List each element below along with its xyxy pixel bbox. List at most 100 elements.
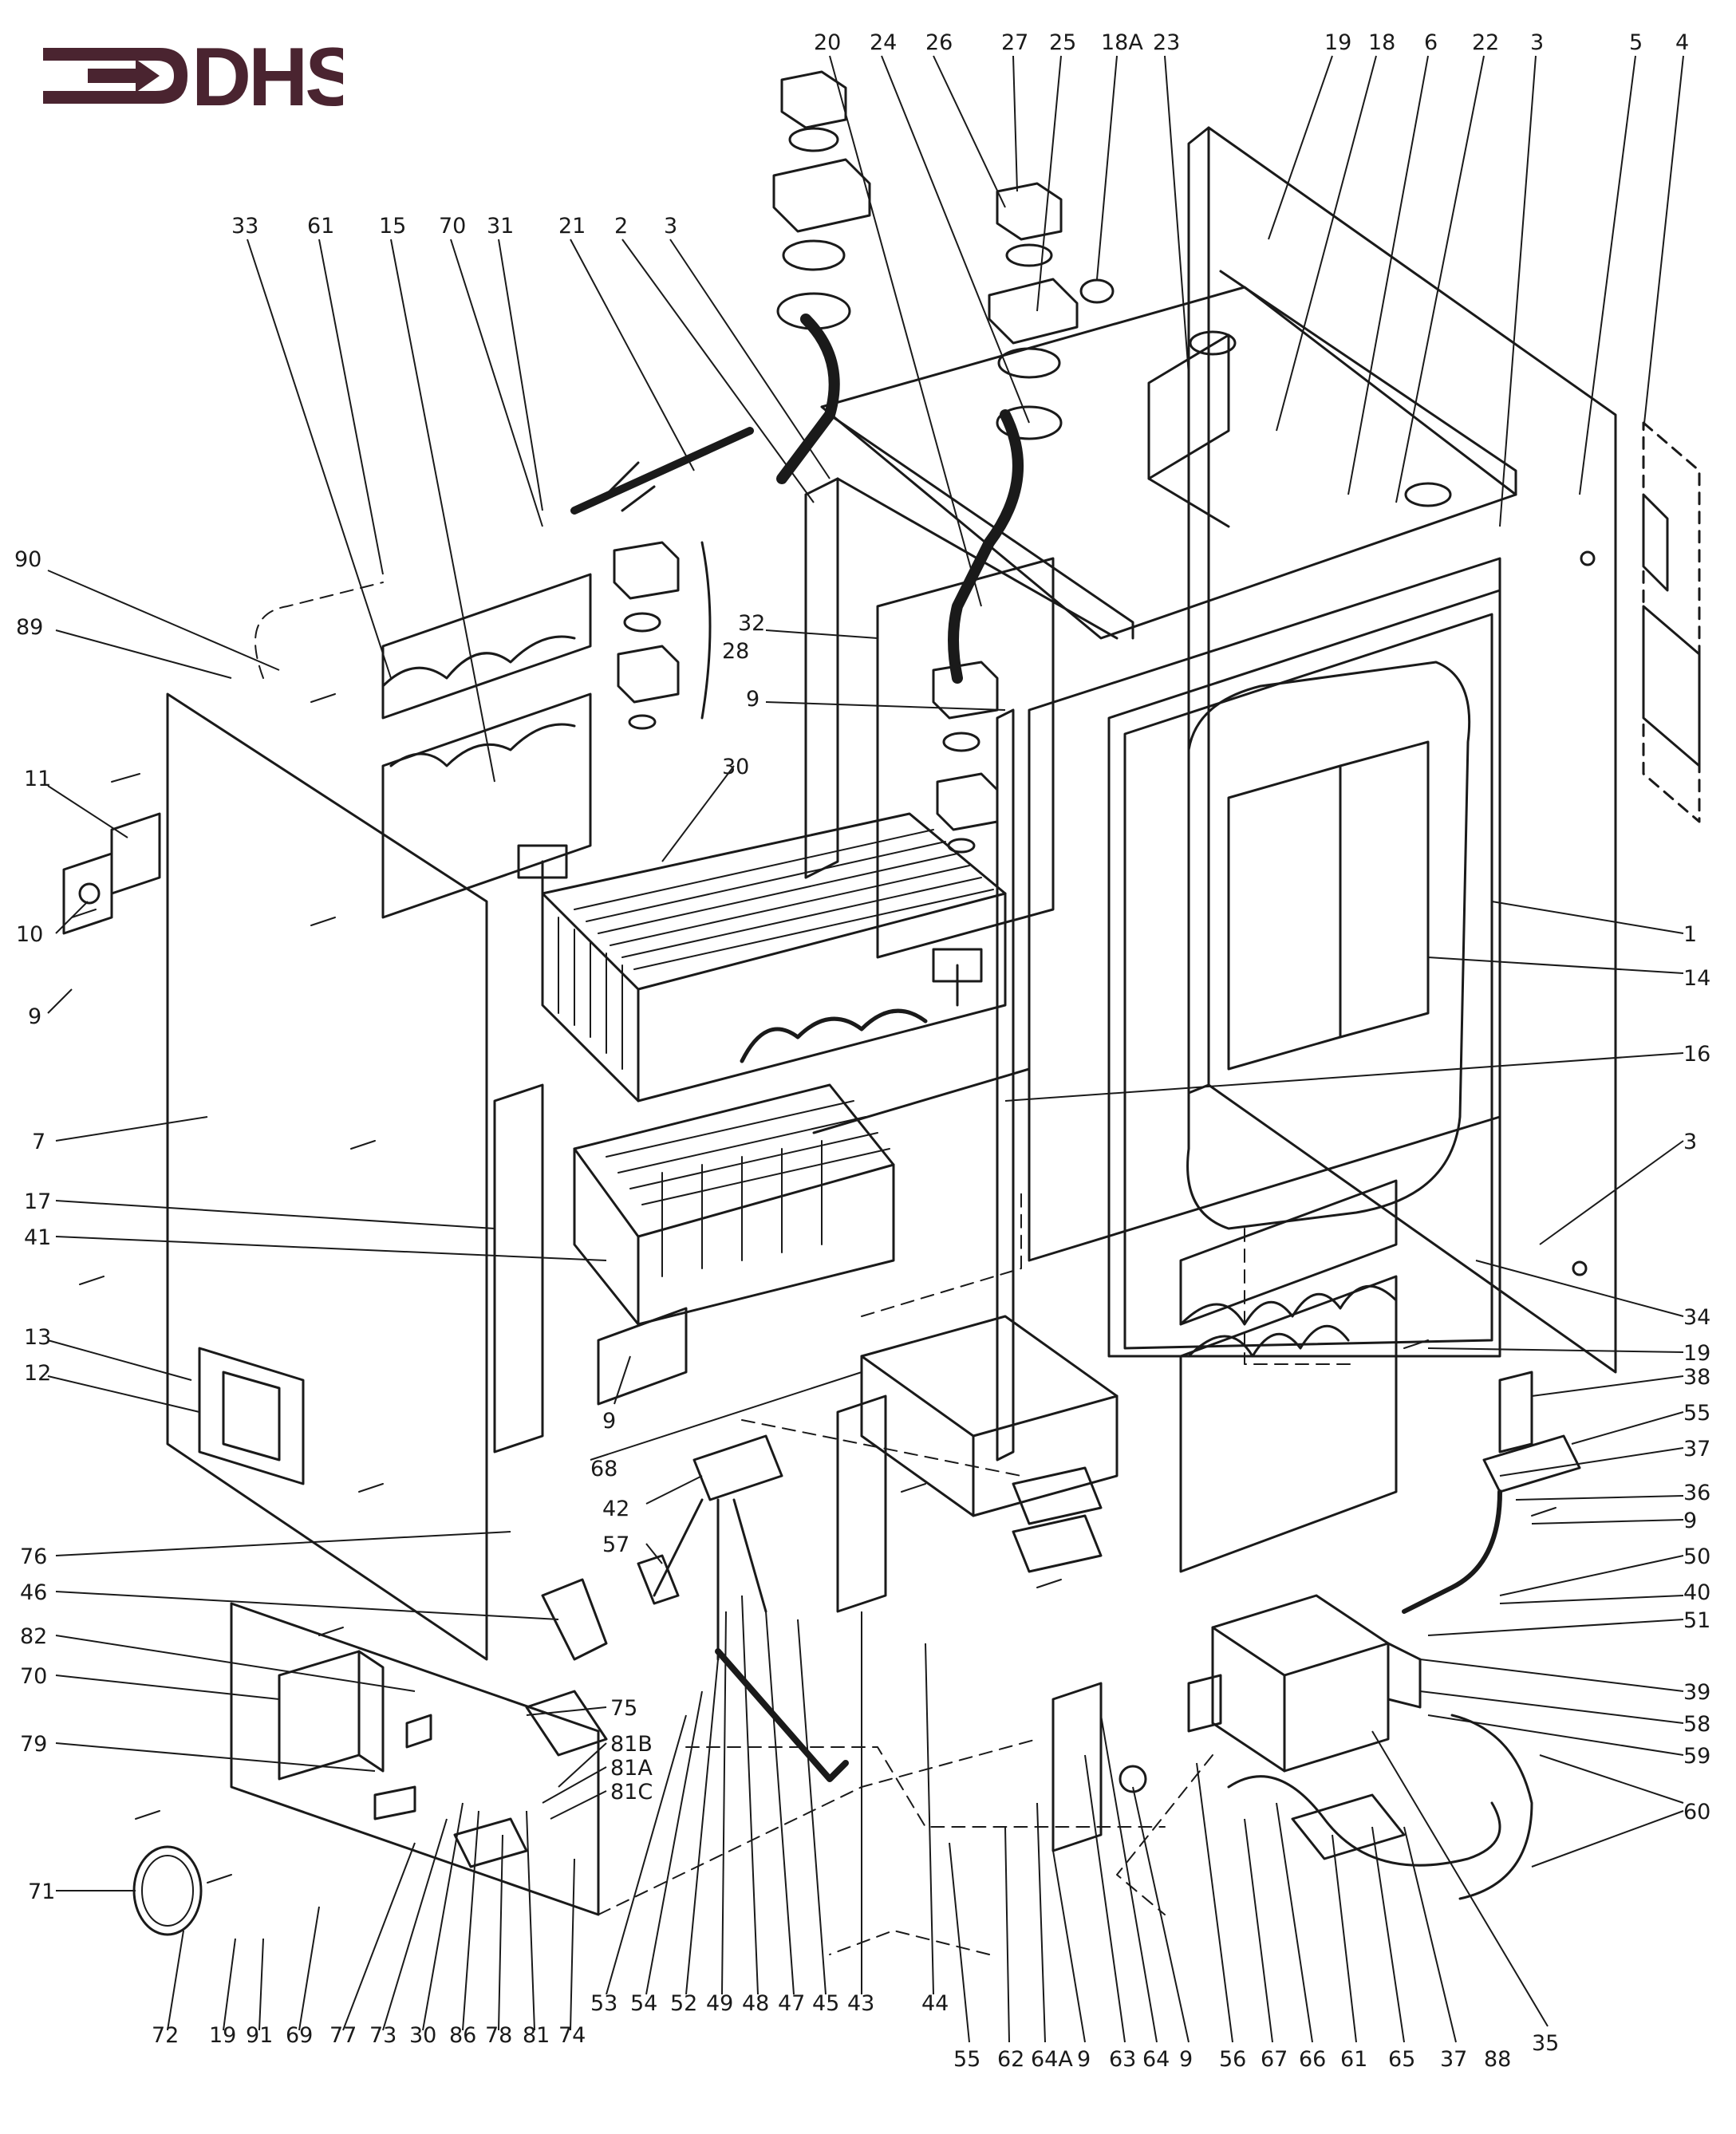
part-label: 2 [614, 214, 628, 239]
part-label: 52 [670, 1991, 697, 2016]
control-box-79 [278, 1650, 361, 1781]
chamber-lower-edge [812, 1067, 1031, 1134]
part-label: 47 [778, 1991, 805, 2016]
heat-exchanger-left [541, 892, 640, 1103]
part-label: 73 [369, 2023, 397, 2048]
pilot-tube [1402, 1489, 1502, 1614]
sight-glass-inner [222, 1371, 281, 1461]
terminal-block-75 [373, 1785, 416, 1820]
electrode-57 [637, 1554, 680, 1605]
part-label: 82 [20, 1624, 47, 1649]
callout-leader-lines [47, 55, 1684, 2043]
part-label: 81B [610, 1732, 653, 1757]
part-label: 62 [997, 2047, 1024, 2072]
part-label: 35 [1532, 2031, 1559, 2056]
lower-insulation-arches [1187, 1324, 1350, 1358]
sight-plate-10 [62, 852, 113, 935]
sight-glass-window [198, 1347, 305, 1485]
part-label: 57 [602, 1532, 629, 1557]
burner-front [637, 1163, 895, 1326]
part-label: 65 [1388, 2047, 1415, 2072]
bracket-66 [1012, 1466, 1103, 1525]
upper-fittings-stack [772, 70, 871, 330]
fittings-group-center [932, 661, 999, 854]
thermocouple-lead-1 [1227, 1775, 1501, 1867]
hinge-bracket-43 [836, 1394, 887, 1613]
part-label: 50 [1683, 1544, 1710, 1569]
part-label: 31 [487, 214, 514, 239]
part-label: 38 [1683, 1365, 1710, 1390]
top-cover-hole-2 [1404, 482, 1452, 507]
part-label: 21 [558, 214, 586, 239]
gauge-71 [132, 1845, 203, 1936]
part-label: 58 [1683, 1712, 1710, 1737]
ignition-unit-42 [692, 1434, 783, 1501]
lower-insulation-panel [1179, 1275, 1398, 1573]
part-label: 54 [630, 1991, 657, 2016]
tie-clip-75 [525, 1690, 608, 1757]
control-box-79-side [357, 1650, 385, 1773]
lower-insulation-top [1179, 1179, 1398, 1326]
part-label: 88 [1484, 2047, 1511, 2072]
heat-exchanger-front [637, 892, 1007, 1103]
sight-plate-hole [78, 882, 101, 905]
part-label: 3 [1530, 30, 1544, 55]
part-label: 81 [523, 2023, 550, 2048]
washer-56 [1119, 1765, 1147, 1793]
clip-77 [453, 1817, 528, 1868]
part-label: 64A [1031, 2047, 1073, 2072]
part-label: 14 [1683, 966, 1710, 991]
flue-bracket-base [1147, 477, 1230, 528]
part-label: 53 [590, 1991, 617, 2016]
part-label: 19 [1683, 1341, 1710, 1366]
bracket-64 [1051, 1682, 1103, 1852]
part-label: 41 [24, 1225, 51, 1250]
top-cover-flange [1219, 270, 1517, 496]
part-label: 43 [847, 1991, 874, 2016]
part-label: 20 [814, 30, 841, 55]
part-label: 9 [746, 687, 760, 712]
part-label: 23 [1153, 30, 1180, 55]
part-label: 59 [1683, 1744, 1710, 1769]
part-label: 12 [24, 1361, 51, 1386]
part-label: 9 [1683, 1509, 1697, 1533]
lower-insulation-cutouts [1179, 1284, 1398, 1326]
part-label: 51 [1683, 1608, 1710, 1633]
part-label: 28 [722, 639, 749, 664]
top-cover-front-flange [828, 413, 1134, 640]
burner-side-plate [493, 1083, 544, 1454]
part-label: 76 [20, 1544, 47, 1569]
rear-fixing-hole-2 [1572, 1260, 1588, 1276]
part-label: 39 [1683, 1680, 1710, 1705]
return-pipe-20 [948, 409, 1024, 684]
rear-fixing-hole-1 [1580, 550, 1596, 566]
thermocouple-lead-2 [1450, 1714, 1533, 1900]
part-label: 32 [738, 611, 765, 636]
combustion-chamber-front-frame [1107, 589, 1501, 1358]
part-label: 48 [742, 1991, 769, 2016]
upper-insulation-arches-1 [381, 635, 576, 688]
part-label: 72 [152, 2023, 179, 2048]
part-label: 10 [16, 922, 43, 947]
gas-valve-body [1211, 1594, 1390, 1773]
right-fittings-stack [988, 182, 1115, 440]
part-label: 1 [1683, 922, 1697, 947]
gauge-71-face [141, 1855, 194, 1927]
front-frame-inner [1123, 613, 1493, 1350]
part-number-labels: 20 24 26 27 25 18A 23 19 18 6 22 3 5 4 3… [14, 30, 1710, 2072]
bracket-46 [541, 1578, 608, 1661]
center-frame-rail [996, 708, 1015, 1461]
part-label: 40 [1683, 1580, 1710, 1605]
part-label: 90 [14, 547, 41, 572]
heat-exchanger-return-bends [740, 1008, 928, 1063]
combustion-chamber-side [876, 557, 1055, 959]
heat-exchanger-fins [558, 829, 994, 1070]
part-label: 13 [24, 1325, 51, 1350]
part-label: 7 [32, 1130, 45, 1154]
clip-88 [1291, 1793, 1406, 1860]
part-label: 15 [379, 214, 406, 239]
part-label: 37 [1683, 1437, 1710, 1461]
left-frame-rail [804, 477, 839, 879]
part-label: 55 [953, 2047, 980, 2072]
